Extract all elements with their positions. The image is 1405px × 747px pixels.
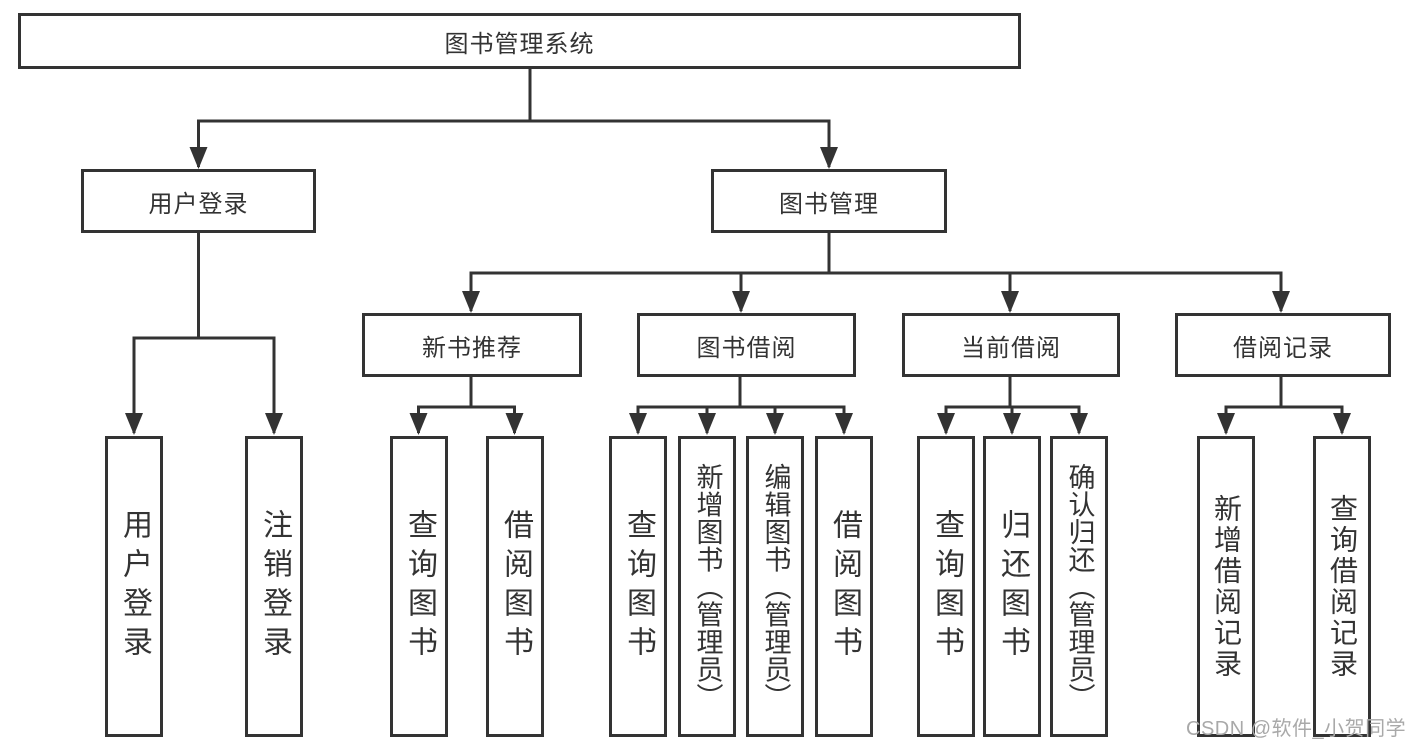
leaf-label: 查询图书 <box>930 508 963 665</box>
leaf-newbook-borrow-books: 借阅图书 <box>486 436 544 737</box>
node-current-borrow: 当前借阅 <box>902 313 1120 377</box>
node-label: 图书借阅 <box>696 334 797 362</box>
leaf-borrow-query-books: 查询图书 <box>609 436 667 737</box>
leaf-label: 确认归还（管理员） <box>1064 462 1095 711</box>
node-label: 用户登录 <box>148 190 249 218</box>
leaf-add-borrow-record: 新增借阅记录 <box>1197 436 1255 737</box>
leaf-label: 查询图书 <box>403 508 436 665</box>
leaf-newbook-query-books: 查询图书 <box>390 436 448 737</box>
leaf-confirm-return-admin: 确认归还（管理员） <box>1050 436 1108 737</box>
node-label: 当前借阅 <box>961 334 1061 362</box>
node-book-management: 图书管理 <box>711 169 947 233</box>
node-new-book-recommend: 新书推荐 <box>362 313 582 377</box>
node-label: 新书推荐 <box>422 334 522 362</box>
watermark: CSDN @软件_小贺同学 <box>1186 718 1405 740</box>
node-library-system: 图书管理系统 <box>18 13 1021 69</box>
leaf-label: 新增借阅记录 <box>1211 493 1242 680</box>
leaf-label: 借阅图书 <box>828 508 861 665</box>
node-user-login: 用户登录 <box>81 169 316 233</box>
leaf-edit-book-admin: 编辑图书（管理员） <box>746 436 804 737</box>
leaf-label: 归还图书 <box>996 508 1029 665</box>
leaf-add-book-admin: 新增图书（管理员） <box>678 436 736 737</box>
leaf-return-book: 归还图书 <box>983 436 1041 737</box>
node-label: 借阅记录 <box>1233 334 1333 362</box>
leaf-user-login: 用户登录 <box>105 436 163 737</box>
node-label: 图书管理系统 <box>444 30 595 58</box>
node-label: 图书管理 <box>779 190 879 218</box>
node-book-borrow: 图书借阅 <box>637 313 856 377</box>
leaf-current-query-books: 查询图书 <box>917 436 975 737</box>
leaf-label: 借阅图书 <box>499 508 532 665</box>
leaf-label: 编辑图书（管理员） <box>760 462 791 711</box>
leaf-label: 用户登录 <box>118 508 151 665</box>
leaf-query-borrow-record: 查询借阅记录 <box>1313 436 1371 737</box>
leaf-label: 新增图书（管理员） <box>692 462 723 711</box>
leaf-label: 查询图书 <box>622 508 655 665</box>
leaf-label: 注销登录 <box>258 508 291 665</box>
leaf-borrow-borrow-books: 借阅图书 <box>815 436 873 737</box>
leaf-label: 查询借阅记录 <box>1327 493 1358 680</box>
node-borrow-records: 借阅记录 <box>1175 313 1391 377</box>
leaf-logout: 注销登录 <box>245 436 303 737</box>
